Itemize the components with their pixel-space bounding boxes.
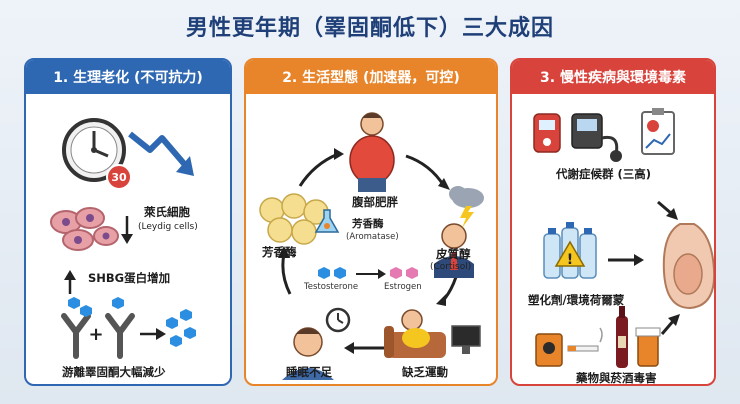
- metabolic-label: 代謝症候群 (三高): [556, 167, 652, 181]
- page-title: 男性更年期（睪固酮低下）三大成因: [185, 16, 554, 41]
- clock-icon: [62, 118, 132, 190]
- leydig-sub-label: (Leydig cells): [138, 222, 198, 232]
- pesticide-icon: [535, 333, 563, 367]
- leydig-label: 萊氏細胞: [144, 205, 190, 219]
- panel-lifestyle-header: 2. 生活型態 (加速器，可控): [246, 60, 496, 94]
- hexagon-icon: [318, 267, 418, 279]
- blood-pressure-icon: [571, 113, 622, 162]
- svg-text:!: !: [567, 252, 573, 268]
- drug-label: 藥物與菸酒毒害: [576, 371, 657, 385]
- testis-icon: [662, 223, 714, 310]
- panel-aging-header: 1. 生理老化 (不可抗力): [26, 60, 230, 94]
- clock-badge: 30: [111, 171, 127, 184]
- panel-aging-illustration: 30: [50, 118, 196, 359]
- testosterone-label: Testosterone: [304, 282, 359, 292]
- couch-man-icon: [384, 309, 481, 358]
- small-clock-icon: [325, 307, 351, 333]
- cortisol-en-label: (Cortisol): [430, 262, 472, 272]
- warning-icon: !: [554, 240, 586, 268]
- belly-man-icon: [349, 112, 395, 192]
- panel-chronic-illustration: !: [533, 108, 714, 368]
- glucometer-icon: [533, 113, 561, 153]
- aromatase-left-label: 芳香酶: [262, 245, 297, 259]
- fat-cells-icon: [259, 193, 329, 245]
- clipboard-chart-icon: [641, 108, 675, 155]
- estrogen-label: Estrogen: [384, 282, 422, 292]
- aromatase-cn-label: 芳香酶: [352, 218, 384, 230]
- panel-chronic: 3. 慢性疾病與環境毒素: [510, 58, 716, 386]
- cortisol-cn-label: 皮質醇: [436, 247, 471, 261]
- panel-lifestyle-illustration: [259, 112, 484, 380]
- shbg-label: SHBG蛋白增加: [88, 271, 171, 285]
- svg-text:+: +: [88, 324, 103, 345]
- pill-bottle-icon: [635, 327, 661, 367]
- receptor-icon: [61, 313, 135, 359]
- wine-bottle-icon: [616, 306, 628, 368]
- exercise-label: 缺乏運動: [402, 365, 448, 379]
- tired-man-icon: [282, 327, 334, 380]
- belly-label: 腹部肥胖: [352, 195, 398, 209]
- sleep-label: 睡眠不足: [286, 365, 332, 379]
- cigarette-icon: [567, 327, 603, 352]
- free-testosterone-label: 游離睪固酮大幅減少: [62, 365, 166, 379]
- down-trend-icon: [128, 131, 194, 176]
- stressed-man-icon: [434, 223, 474, 278]
- panel-aging: 1. 生理老化 (不可抗力) 30: [24, 58, 232, 386]
- leydig-cells-icon: [50, 207, 119, 251]
- flask-icon: [314, 209, 340, 233]
- plastic-label: 塑化劑/環境荷爾蒙: [528, 293, 625, 307]
- panel-chronic-header: 3. 慢性疾病與環境毒素: [512, 60, 714, 94]
- panel-lifestyle: 2. 生活型態 (加速器，可控): [244, 58, 498, 386]
- aromatase-en-label: (Aromatase): [346, 232, 399, 242]
- hexagon-icon: [68, 297, 196, 347]
- storm-cloud-icon: [449, 186, 484, 228]
